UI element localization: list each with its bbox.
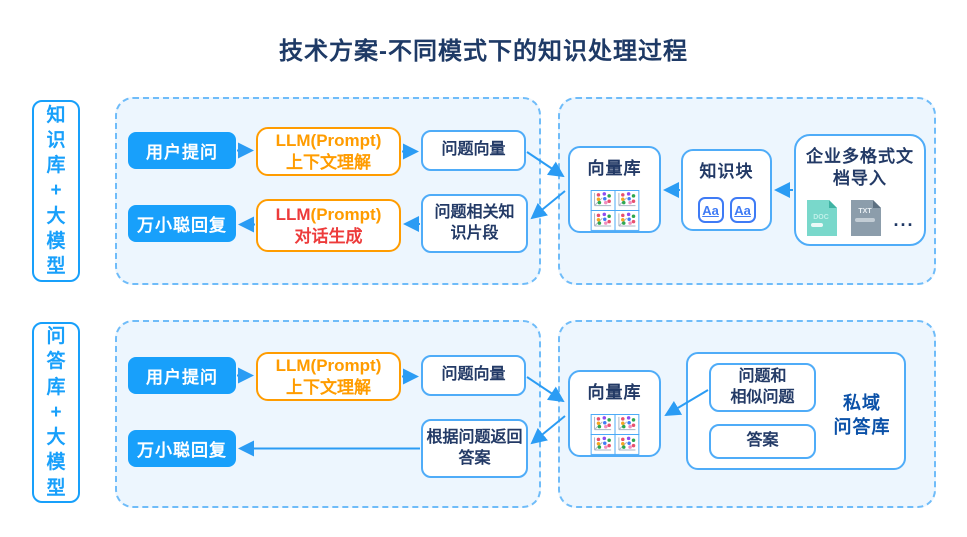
llm-generate-line2: 对话生成 [294,226,363,246]
row1-question-vector-box: 问题向量 [421,130,526,171]
row2-return-answer-box: 根据问题返回 答案 [421,419,528,478]
qa-answer-box: 答案 [709,424,816,459]
qa-question-box: 问题和 相似问题 [709,363,816,412]
side-label-knowledge-base: 知 识 库 + 大 模 型 [32,100,80,282]
doc-file-icon: DOC [807,200,838,237]
aa-chip-icon: Aa [729,197,756,224]
row2-question-vector-box: 问题向量 [421,355,526,396]
row2-processing-container [115,320,541,508]
page-title: 技术方案-不同模式下的知识处理过程 [279,38,688,65]
file-icons-row: DOC TXT ... [805,198,914,238]
side-label-qa-base: 问 答 库 + 大 模 型 [32,322,80,503]
llm-generate-prompt: (Prompt) [310,205,382,225]
ellipsis-icon: ... [893,210,915,231]
row1-processing-container [115,97,541,285]
row2-llm-understand-box: LLM(Prompt) 上下文理解 [256,352,401,401]
row1-user-question-box: 用户提问 [128,132,236,169]
aa-chip-icon: Aa [697,197,724,224]
vector-scatter-icon [590,414,639,455]
row1-llm-understand-box: LLM(Prompt) 上下文理解 [256,127,401,176]
row1-knowledge-chunk-box: 知识块 Aa Aa [681,149,772,231]
row1-reply-box: 万小聪回复 [128,205,236,242]
llm-generate-line1: LLM(Prompt) [276,204,382,225]
knowledge-chunk-label: 知识块 [699,162,754,181]
llm-understand-line1: LLM(Prompt) [275,356,382,376]
txt-icon-label: TXT [859,208,873,215]
vector-db-label: 向量库 [587,159,642,178]
llm-understand-line2: 上下文理解 [286,377,371,397]
row1-related-knowledge-box: 问题相关知 识片段 [421,194,528,253]
text-chunk-aa-icon: Aa Aa [697,197,756,224]
row2-vector-db-box: 向量库 [568,370,661,457]
private-qa-label: 私域 问答库 [833,393,891,438]
doc-import-label: 企业多格式文 档导入 [806,147,914,189]
row2-user-question-box: 用户提问 [128,357,236,394]
txt-file-icon: TXT [851,200,882,237]
row1-llm-generate-box: LLM(Prompt) 对话生成 [256,199,401,252]
row1-doc-import-box: 企业多格式文 档导入 DOC TXT ... [794,134,926,246]
vector-scatter-icon [590,190,639,231]
llm-generate-llm: LLM [275,205,311,225]
row2-reply-box: 万小聪回复 [128,430,236,467]
llm-understand-line1: LLM(Prompt) [275,131,382,151]
row1-vector-db-box: 向量库 [568,146,661,233]
doc-icon-label: DOC [814,214,830,221]
llm-understand-line2: 上下文理解 [286,152,371,172]
vector-db-label: 向量库 [587,383,642,402]
